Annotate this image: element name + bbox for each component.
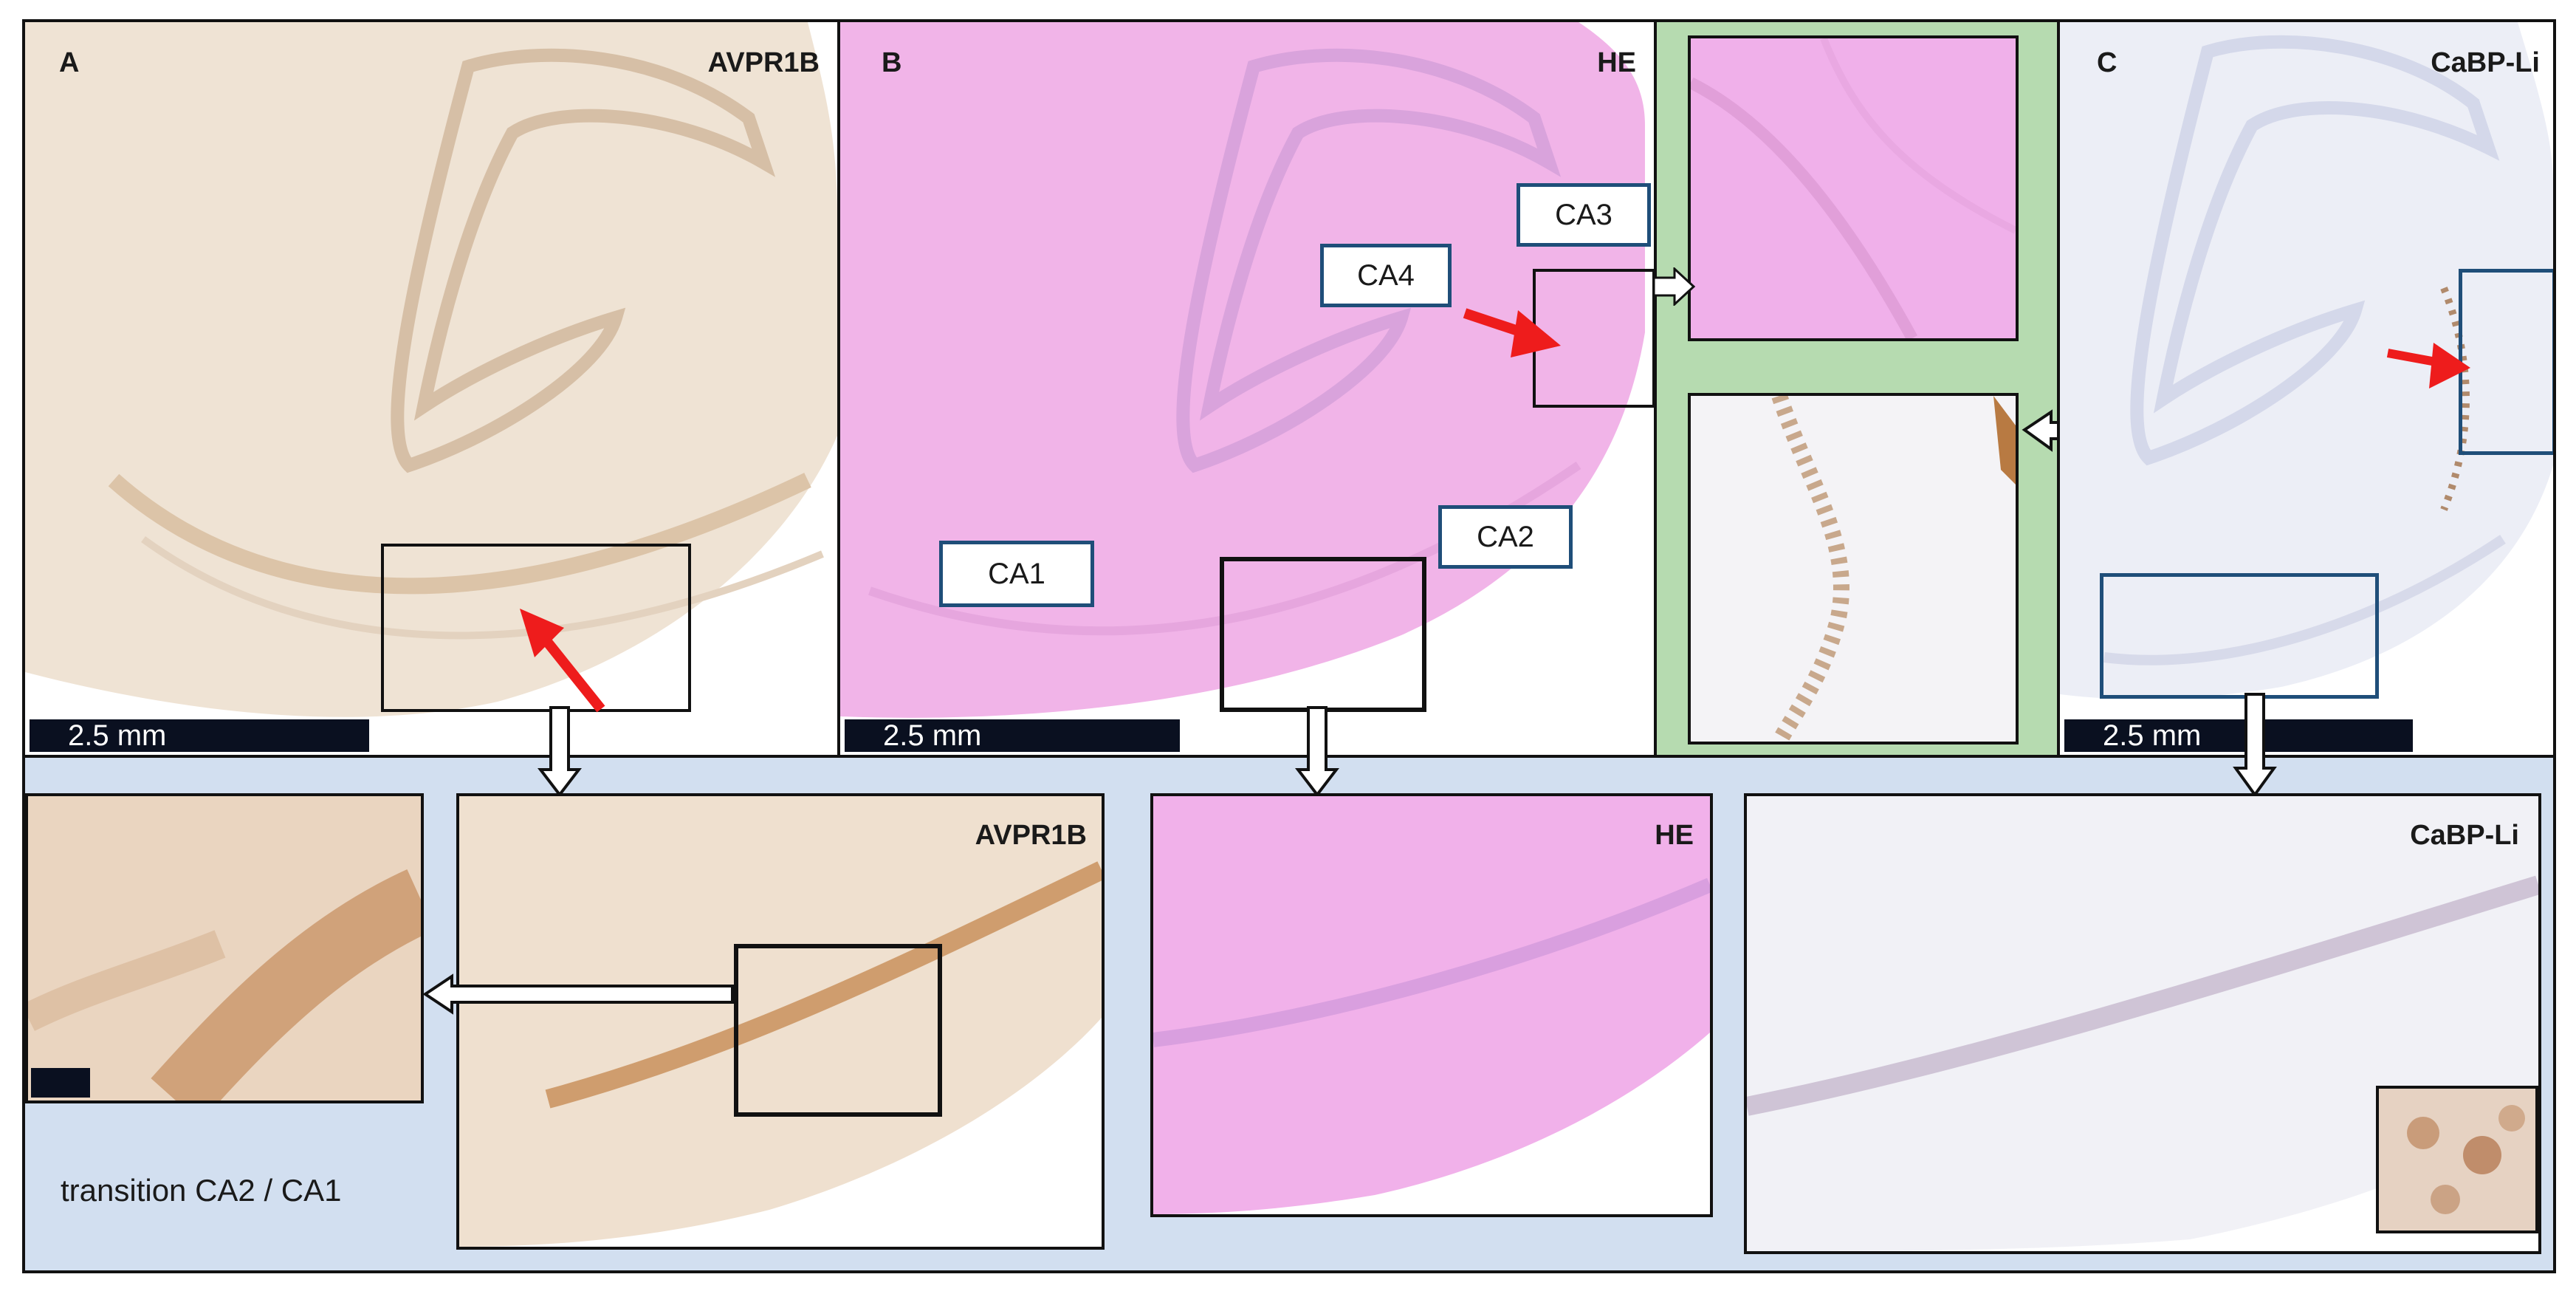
region-label-ca4: CA4 — [1320, 244, 1452, 307]
bottom-avpr1b-tissue — [459, 796, 1102, 1247]
panel-c-letter: C — [2097, 47, 2118, 78]
panel-b-stain-label: HE — [1597, 47, 1636, 78]
region-label-ca2: CA2 — [1438, 505, 1573, 569]
panel-c-scale-bar: 2.5 mm — [2064, 719, 2413, 752]
bottom-cabp-image: CaBP-Li — [1744, 793, 2541, 1254]
transition-label: transition CA2 / CA1 — [61, 1173, 342, 1208]
panel-c-stain-label: CaBP-Li — [2431, 47, 2540, 78]
bottom-cabp-label: CaBP-Li — [2410, 820, 2519, 851]
panel-b-letter: B — [882, 47, 902, 78]
arrow-down-b — [1295, 706, 1339, 798]
panel-a-avpr1b: A AVPR1B 2.5 mm — [22, 19, 840, 758]
bottom-avpr1b-image: AVPR1B — [456, 793, 1105, 1250]
arrow-to-he-zoom — [1652, 267, 1696, 306]
panel-b-scale-bar: 2.5 mm — [845, 719, 1180, 752]
panel-c-tissue — [2060, 22, 2553, 699]
bottom-cabp-tissue — [1747, 796, 2538, 1251]
panel-a-letter: A — [59, 47, 80, 78]
panel-b-roi-box-ca1 — [1220, 557, 1426, 712]
panel-c-red-arrow — [2386, 343, 2470, 388]
bottom-he-tissue — [1153, 796, 1710, 1214]
panel-c-roi-box-ca1 — [2100, 573, 2379, 699]
zoom-cabp-ca3 — [1688, 393, 2019, 744]
panel-b-red-arrow — [1463, 308, 1561, 357]
region-label-ca1: CA1 — [939, 541, 1094, 607]
bottom-avpr1b-label: AVPR1B — [975, 820, 1087, 851]
panel-a-scale-bar: 2.5 mm — [30, 719, 369, 752]
zoom-cabp-ca3-texture — [1771, 396, 2016, 742]
bottom-he-image: HE — [1150, 793, 1713, 1217]
bottom-avpr1b-closeup — [25, 793, 424, 1103]
closeup-texture — [28, 869, 421, 1100]
bottom-he-label: HE — [1655, 820, 1694, 851]
bottom-cabp-inset — [2376, 1086, 2538, 1233]
arrow-down-a — [537, 706, 582, 798]
region-label-ca3: CA3 — [1517, 183, 1651, 247]
arrow-to-closeup — [422, 973, 734, 1015]
bottom-avpr1b-roi-box — [734, 944, 942, 1117]
zoom-he-ca3 — [1688, 35, 2019, 341]
panel-c-cabp: C CaBP-Li 2.5 mm — [2057, 19, 2556, 758]
panel-a-red-arrow — [520, 609, 605, 713]
arrow-down-c — [2233, 693, 2277, 798]
panel-a-stain-label: AVPR1B — [707, 47, 820, 78]
panel-b-he: B HE CA3 CA4 CA2 CA1 2.5 mm — [837, 19, 1657, 758]
panel-a-roi-box — [381, 544, 691, 712]
zoom-he-ca3-texture — [1691, 38, 2016, 338]
bottom-cabp-inset-texture — [2407, 1105, 2525, 1214]
closeup-scale-bar — [31, 1068, 90, 1098]
